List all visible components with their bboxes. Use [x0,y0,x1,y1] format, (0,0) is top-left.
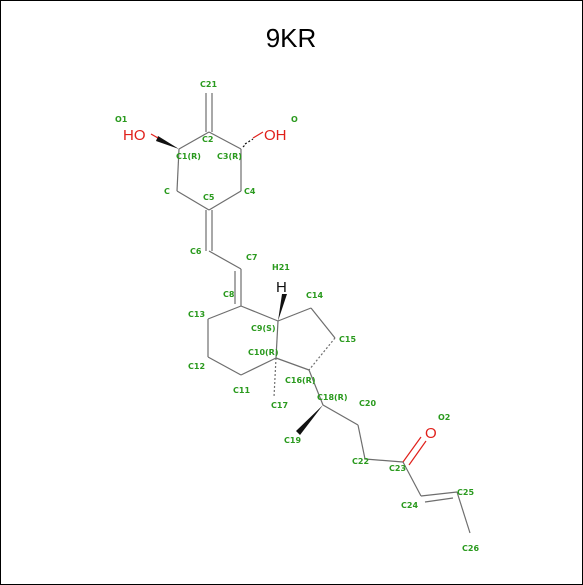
bond-c22-c23 [364,458,404,463]
ketone-o-label: O [425,425,437,442]
atom-index-labels: C21 O1 O C2 C1(R) C3(R) C C5 C4 C6 C7 H2… [115,80,479,553]
atom-c24: C24 [401,501,418,510]
side-chain-bonds [296,369,471,534]
bond-c25-c26 [456,491,471,534]
bond-c23-c24 [402,461,422,497]
bond-c9-c14 [277,307,312,322]
molecule-title: 9KR [266,23,317,53]
atom-c22: C22 [352,457,369,466]
atom-c25: C25 [457,488,474,497]
stereo-bonds [273,294,287,398]
atom-c23: C23 [389,464,406,473]
atom-c7: C7 [246,253,257,262]
bond-c23-o2-a [402,436,422,463]
atom-c3: C3(R) [217,152,242,161]
a-ring-bonds [176,93,242,211]
atom-c15: C15 [339,335,356,344]
atom-c12: C12 [188,362,205,371]
bond-c24-c25-b [424,497,454,503]
atom-c5: C5 [203,193,215,202]
atom-c6: C6 [190,247,202,256]
atom-c13: C13 [188,310,205,319]
ho-left-label: HO [123,127,146,144]
atom-c14: C14 [306,291,323,300]
bridge-h-label: H [276,279,287,296]
atom-c21: C21 [200,80,217,89]
atom-c2: C2 [202,135,213,144]
bond-c20-c22 [357,424,366,460]
atom-c8: C8 [223,290,235,299]
bond-c6-c7 [208,250,242,270]
hash-c3-o-2 [244,138,254,145]
bond-c2-c1 [178,131,210,150]
bond-c11-c10 [240,357,277,376]
bond-c14-c15 [310,307,336,339]
atom-c10: C10(R) [248,348,278,357]
bond-c15-c16-hash [308,337,336,371]
atom-o1: O1 [115,115,128,124]
bond-c4-c5 [208,190,242,211]
oh-right-label: OH [264,127,287,144]
bond-c1-c [176,148,180,192]
bond-c-c5 [176,190,210,211]
atom-c11: C11 [233,386,250,395]
atom-c4: C4 [244,187,256,196]
atom-c18: C18(R) [317,393,347,402]
triene-bonds [205,210,242,306]
atom-c17: C17 [271,401,288,410]
bond-c24-c25-a [420,491,458,497]
bond-c16-c10 [275,357,310,371]
bond-c8-c13 [207,305,242,320]
atom-c1: C1(R) [176,152,201,161]
atom-o: O [291,115,298,124]
bond-o1-tip [150,133,159,139]
wedge-c18-c19 [296,405,323,435]
bond-c18-c20 [322,404,359,426]
atom-c9: C9(S) [251,324,276,333]
hydroxyl-bonds [150,131,264,149]
bond-c16-c18 [308,369,324,406]
bond-o-tip [252,131,264,139]
bond-c9-c8 [240,305,279,322]
bond-c23-o2-b [408,440,427,466]
d-ring-bonds [275,307,336,371]
atom-c26: C26 [462,544,479,553]
hash-c3-o [242,144,246,148]
bond-c2-c3 [208,131,242,150]
wedge-c9-h21 [278,294,287,321]
atom-h21: H21 [272,263,290,272]
bond-c10-c9 [275,320,279,359]
atom-o2: O2 [438,413,450,422]
atom-c: C [164,187,170,196]
bond-c12-c11 [207,356,242,376]
atom-c20: C20 [359,399,376,408]
wedge-c1-o1 [156,136,179,149]
atom-c19: C19 [284,436,301,445]
atom-c16: C16(R) [285,376,315,385]
hash-c10-c17 [273,357,277,398]
c-ring-bonds [207,305,279,376]
